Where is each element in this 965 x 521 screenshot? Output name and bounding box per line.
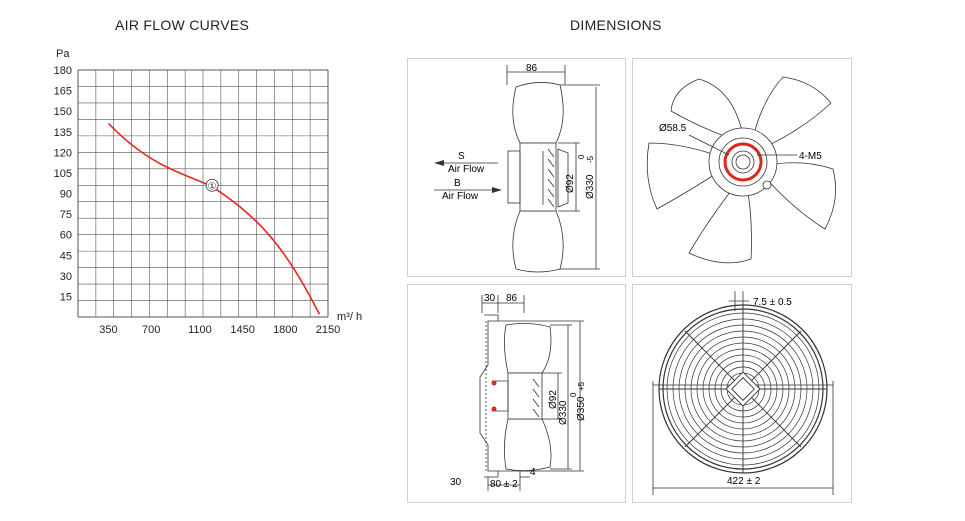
side-view-panel: 86 S Air Flow B Air Flow Ø92 Ø330 0 -5 <box>407 58 626 277</box>
side-view-drawing: 86 S Air Flow B Air Flow Ø92 Ø330 0 -5 <box>434 63 600 273</box>
x-tick-label: 1800 <box>273 324 297 336</box>
y-tick-labels: 180 165 150 135 120 105 90 75 60 45 30 15 <box>54 65 72 303</box>
dim-width-86: 86 <box>526 63 538 74</box>
front-view-panel: Ø58.5 4-M5 <box>632 58 852 277</box>
front-view-guard-panel: 7.5 ± 0.5 422 ± 2 <box>632 284 852 503</box>
blade-tol: 0 <box>569 392 578 397</box>
y-tick-label: 105 <box>54 168 72 180</box>
chart-title: AIR FLOW CURVES <box>115 17 250 33</box>
dim-slot: 7.5 ± 0.5 <box>753 297 792 308</box>
dim-blade-diameter: Ø330 <box>585 174 596 199</box>
dim-hub-diameter: Ø92 <box>548 390 559 409</box>
air-flow-chart: Pa m³/ h 180165150135120105907560453015 … <box>54 48 362 336</box>
y-tick-label: 60 <box>60 230 72 242</box>
y-tick-label: 15 <box>60 291 72 303</box>
x-tick-label: 2150 <box>316 324 340 336</box>
x-tick-label: 1100 <box>188 324 212 336</box>
curve-marker-label: ① <box>208 181 217 192</box>
dir-s-label: S <box>458 151 465 162</box>
y-tick-label: 180 <box>54 65 72 77</box>
dim-width-86: 86 <box>506 293 518 304</box>
y-tick-label: 30 <box>60 271 72 283</box>
x-tick-label: 350 <box>99 324 117 336</box>
dim-screw: 4-M5 <box>799 151 822 162</box>
x-tick-labels: 350 700 1100 1450 1800 2150 <box>99 324 340 336</box>
dimensions-title: DIMENSIONS <box>570 17 662 33</box>
front-view-drawing: Ø58.5 4-M5 <box>646 76 837 264</box>
dim-bolt-circle: Ø58.5 <box>659 123 687 134</box>
dim-base-height: 4 <box>530 467 536 478</box>
chart-grid <box>77 69 329 318</box>
y-tick-label: 135 <box>54 127 72 139</box>
y-tick-label: 120 <box>54 147 72 159</box>
y-axis-label: Pa <box>56 48 70 60</box>
chart-series: ① <box>107 122 321 315</box>
dim-offset-30: 30 <box>484 293 496 304</box>
dim-blade-diameter: Ø330 <box>558 400 569 425</box>
air-flow-label-2: Air Flow <box>442 191 479 202</box>
dim-hub-diameter: Ø92 <box>565 174 576 193</box>
y-tick-label: 45 <box>60 250 72 262</box>
y-tick-label: 75 <box>60 209 72 221</box>
dim-guard-diameter: Ø350 <box>576 396 587 421</box>
front-view-guard-drawing: 7.5 ± 0.5 422 ± 2 <box>652 291 834 495</box>
curve-marker <box>205 178 219 192</box>
dir-b-label: B <box>454 178 461 189</box>
dim-base-width: 80 ± 2 <box>490 479 518 490</box>
side-view-guard-drawing: 30 86 Ø92 Ø330 0 Ø350 +5 30 80 ± 2 4 <box>450 293 587 491</box>
dim-base-offset: 30 <box>450 477 462 488</box>
x-axis-label: m³/ h <box>337 311 362 323</box>
side-view-guard-panel: 30 86 Ø92 Ø330 0 Ø350 +5 30 80 ± 2 4 <box>407 284 626 503</box>
tol-lower: -5 <box>586 155 595 163</box>
guard-tol: +5 <box>577 381 586 391</box>
dim-span: 422 ± 2 <box>727 476 761 487</box>
y-tick-label: 150 <box>54 106 72 118</box>
tol-upper: 0 <box>577 154 586 159</box>
y-tick-label: 90 <box>60 189 72 201</box>
y-tick-label: 165 <box>54 86 72 98</box>
x-tick-label: 1450 <box>230 324 254 336</box>
air-flow-label-1: Air Flow <box>448 164 485 175</box>
x-tick-label: 700 <box>142 324 160 336</box>
